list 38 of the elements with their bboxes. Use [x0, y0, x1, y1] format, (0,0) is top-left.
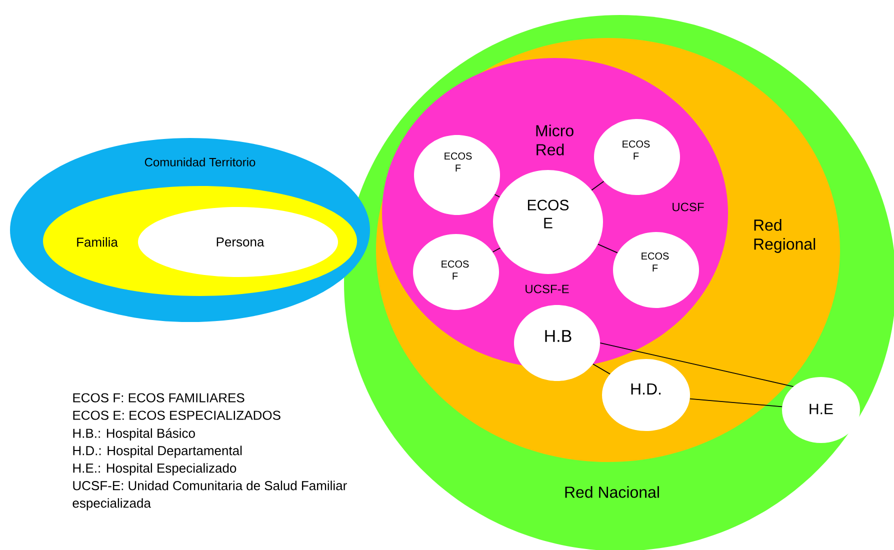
- note-text: ECOS E: ECOS ESPECIALIZADOS: [73, 410, 280, 420]
- node-label: ECOS F: [442, 260, 469, 280]
- node-label: H.B: [545, 330, 572, 342]
- ecos-circle: [413, 234, 499, 310]
- note-text: H.B.: Hospital Básico: [73, 428, 195, 440]
- connector-line: [494, 194, 500, 198]
- node-label: Red Regional: [754, 219, 816, 253]
- connector-line: [600, 342, 794, 387]
- node-label: Familia: [77, 237, 118, 247]
- hospital-circle: [514, 305, 600, 381]
- node-label: Persona: [216, 237, 264, 247]
- note-text: H.E.: Hospital Especializado: [73, 463, 236, 476]
- connector-line: [592, 364, 610, 374]
- hospital-circle: [782, 377, 860, 443]
- connector-line: [690, 398, 782, 408]
- node-label: UCSF: [672, 202, 704, 212]
- hospital-circle: [602, 359, 690, 431]
- node-label: H.E: [810, 404, 833, 414]
- node-label: Comunidad Territorio: [144, 158, 256, 166]
- node-label: ECOS F: [642, 252, 669, 272]
- ecos-circle: [493, 170, 603, 274]
- person-ellipse: [138, 207, 338, 277]
- note-text: UCSF-E: Unidad Comunitaria de Salud Familiar especializada: [72, 480, 347, 510]
- ecos-circle: [613, 232, 699, 308]
- connector-line: [591, 180, 604, 191]
- node-label: ECOS F: [622, 140, 650, 160]
- node-label: Red Nacional: [565, 486, 659, 498]
- ecos-circle: [414, 135, 500, 215]
- note-text: ECOS F: ECOS FAMILIARES: [73, 393, 244, 402]
- node-label: H.D.: [631, 384, 661, 394]
- ecos-circle: [594, 119, 680, 195]
- connector-line: [492, 248, 501, 252]
- node-label: Micro Red: [536, 124, 574, 156]
- node-label: UCSF-E: [526, 284, 569, 294]
- note-text: H.D.: Hospital Departamental: [73, 446, 242, 458]
- node-label: ECOS F: [444, 152, 472, 172]
- connector-line: [598, 244, 618, 254]
- node-label: ECOS E: [528, 200, 569, 228]
